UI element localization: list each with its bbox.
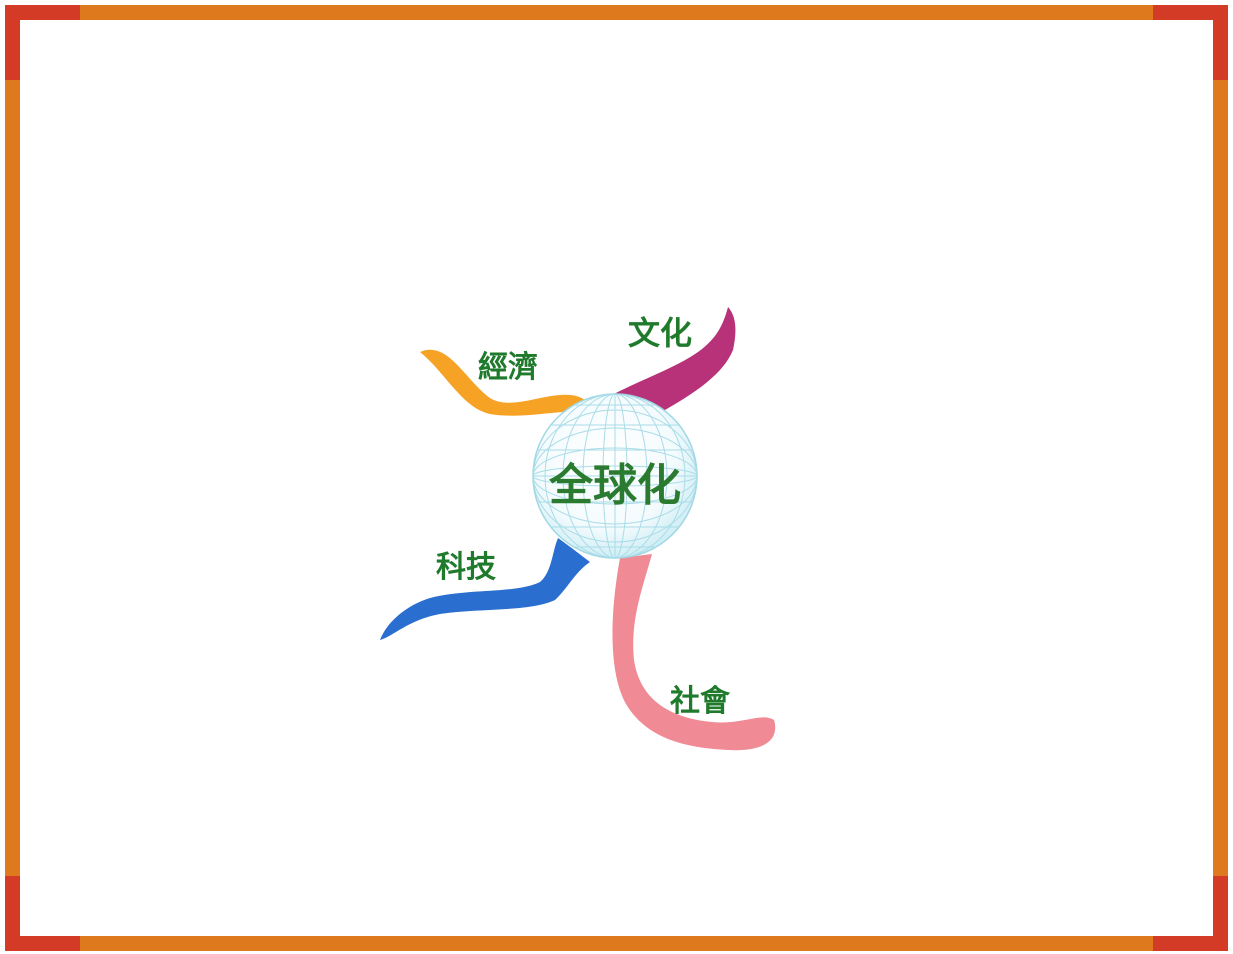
branch-technology: [380, 538, 590, 640]
branch-society: [612, 554, 776, 751]
center-label: 全球化: [548, 460, 681, 511]
branch-label-technology: 科技: [436, 550, 496, 585]
frame-corner-top-left: [5, 5, 80, 20]
frame-corner-bottom-right: [1153, 936, 1228, 951]
branch-label-economy: 經濟: [478, 350, 538, 385]
frame-bottom: [5, 936, 1228, 951]
frame-corner-top-right: [1213, 5, 1228, 80]
branch-label-society: 社會: [670, 684, 731, 719]
frame-corner-top-left: [5, 5, 20, 80]
branch-economy: [420, 349, 592, 416]
branch-label-culture: 文化: [628, 314, 692, 352]
frame-corner-bottom-right: [1213, 876, 1228, 951]
frame-right: [1213, 5, 1228, 951]
frame-top: [5, 5, 1228, 20]
frame-corner-top-right: [1153, 5, 1228, 20]
frame-corner-bottom-left: [5, 936, 80, 951]
frame-left: [5, 5, 20, 951]
frame-corner-bottom-left: [5, 876, 20, 951]
branch-culture: [614, 307, 736, 410]
globe-wireframe-icon: [532, 393, 698, 559]
